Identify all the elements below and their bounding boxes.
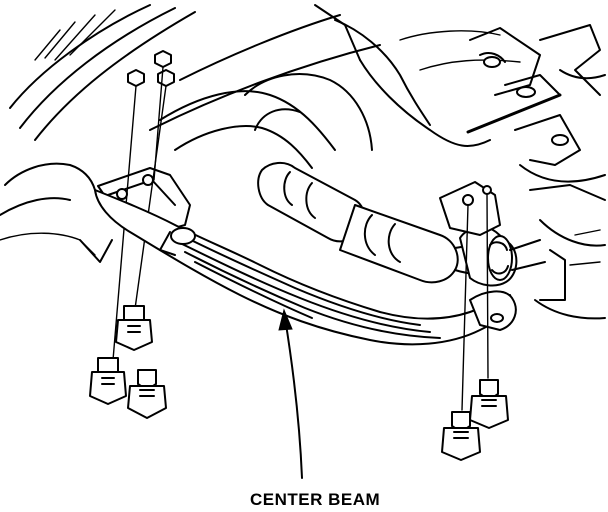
mounting-bolt xyxy=(127,369,167,419)
center-beam xyxy=(94,189,517,346)
mounting-bolt xyxy=(469,379,509,429)
right-mount-bracket xyxy=(439,181,501,411)
center-beam-label: CENTER BEAM xyxy=(250,490,380,509)
vehicle-underbody xyxy=(0,4,606,320)
mounting-bolt xyxy=(89,357,127,405)
exhaust-pipe xyxy=(159,73,546,287)
callout-arrow xyxy=(278,308,303,479)
nut xyxy=(116,174,154,200)
mounting-bolt xyxy=(441,411,481,461)
mounting-bolt xyxy=(115,305,153,351)
upper-nut xyxy=(127,50,175,87)
